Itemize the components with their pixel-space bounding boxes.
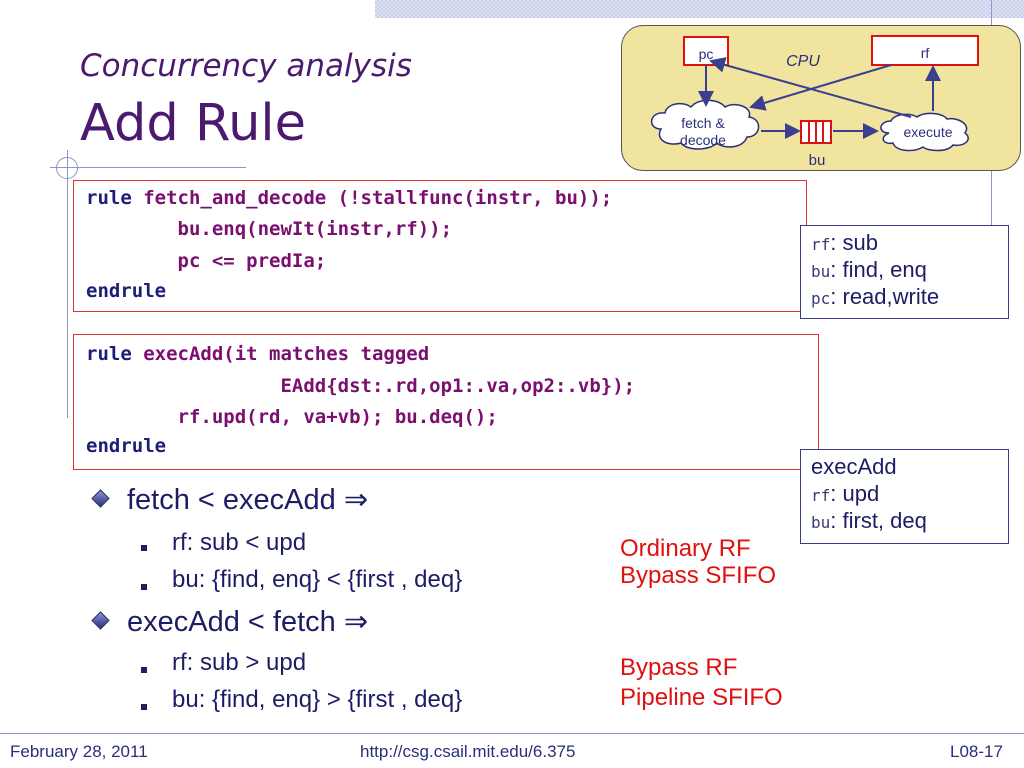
code-line: rf.upd(rd, va+vb); bu.deq(); [86, 406, 498, 428]
info-line: bu: find, enq [811, 257, 927, 282]
diamond-bullet-icon [91, 611, 110, 630]
fetch-label-line2: decode [680, 132, 726, 148]
square-bullet-icon [141, 667, 147, 673]
bullet-execadd-before-fetch: execAdd < fetch ⇒ [127, 606, 369, 638]
square-bullet-icon [141, 584, 147, 590]
sub-bullet: bu: {find, enq} > {first , deq} [172, 686, 463, 713]
code-line: bu.enq(newIt(instr,rf)); [86, 218, 453, 240]
slide-subtitle: Concurrency analysis [80, 48, 412, 84]
info-line: bu: first, deq [811, 508, 927, 533]
footer-date: February 28, 2011 [10, 742, 148, 761]
rf-label: rf [921, 45, 930, 61]
crosshair-decoration [56, 157, 78, 179]
note-pipeline-sfifo: Pipeline SFIFO [620, 684, 783, 711]
code-line: EAdd{dst:.rd,op1:.va,op2:.vb}); [86, 375, 636, 397]
frame-line-left [67, 150, 68, 418]
info-title: execAdd [811, 454, 897, 479]
square-bullet-icon [141, 545, 147, 551]
code-line: rule execAdd(it matches tagged [86, 343, 430, 365]
note-bypass-sfifo: Bypass SFIFO [620, 562, 777, 589]
note-bypass-rf: Bypass RF [620, 654, 738, 681]
bullet-fetch-before-execadd: fetch < execAdd ⇒ [127, 484, 369, 516]
note-ordinary-rf: Ordinary RF [620, 535, 751, 562]
fetch-decode-cloud [651, 99, 760, 150]
execute-cloud [880, 112, 969, 152]
method-usage-execadd: execAdd rf: upd bu: first, deq [800, 449, 1009, 544]
info-line: pc: read,write [811, 284, 940, 309]
slide-title: Add Rule [80, 94, 306, 153]
title-divider [50, 167, 246, 168]
execute-label: execute [903, 124, 952, 140]
code-line: rule fetch_and_decode (!stallfunc(instr,… [86, 187, 613, 209]
header-pattern [375, 0, 1024, 18]
rf-register [871, 35, 979, 66]
code-block-fetch-and-decode: rule fetch_and_decode (!stallfunc(instr,… [73, 180, 807, 312]
bu-label: bu [809, 152, 826, 169]
footer-page-number: L08-17 [950, 742, 1003, 761]
cpu-label: CPU [786, 53, 820, 70]
footer-url[interactable]: http://csg.csail.mit.edu/6.375 [360, 742, 576, 761]
code-line: pc <= predIa; [86, 250, 327, 272]
code-block-exec-add: rule execAdd(it matches tagged EAdd{dst:… [73, 334, 819, 470]
code-line: endrule [86, 280, 167, 302]
method-usage-fetch: rf: sub bu: find, enq pc: read,write [800, 225, 1009, 319]
sub-bullet: bu: {find, enq} < {first , deq} [172, 566, 463, 593]
sub-bullet: rf: sub > upd [172, 649, 307, 676]
code-line: endrule [86, 435, 167, 457]
sub-bullet: rf: sub < upd [172, 529, 307, 556]
info-line: rf: upd [811, 481, 880, 506]
diamond-bullet-icon [91, 489, 110, 508]
cpu-diagram: pc rf CPU fetch & decode execute bu [651, 35, 979, 169]
pc-label: pc [699, 46, 714, 62]
square-bullet-icon [141, 704, 147, 710]
fetch-label-line1: fetch & [681, 115, 725, 131]
info-line: rf: sub [811, 230, 878, 255]
footer-divider [0, 733, 1024, 734]
